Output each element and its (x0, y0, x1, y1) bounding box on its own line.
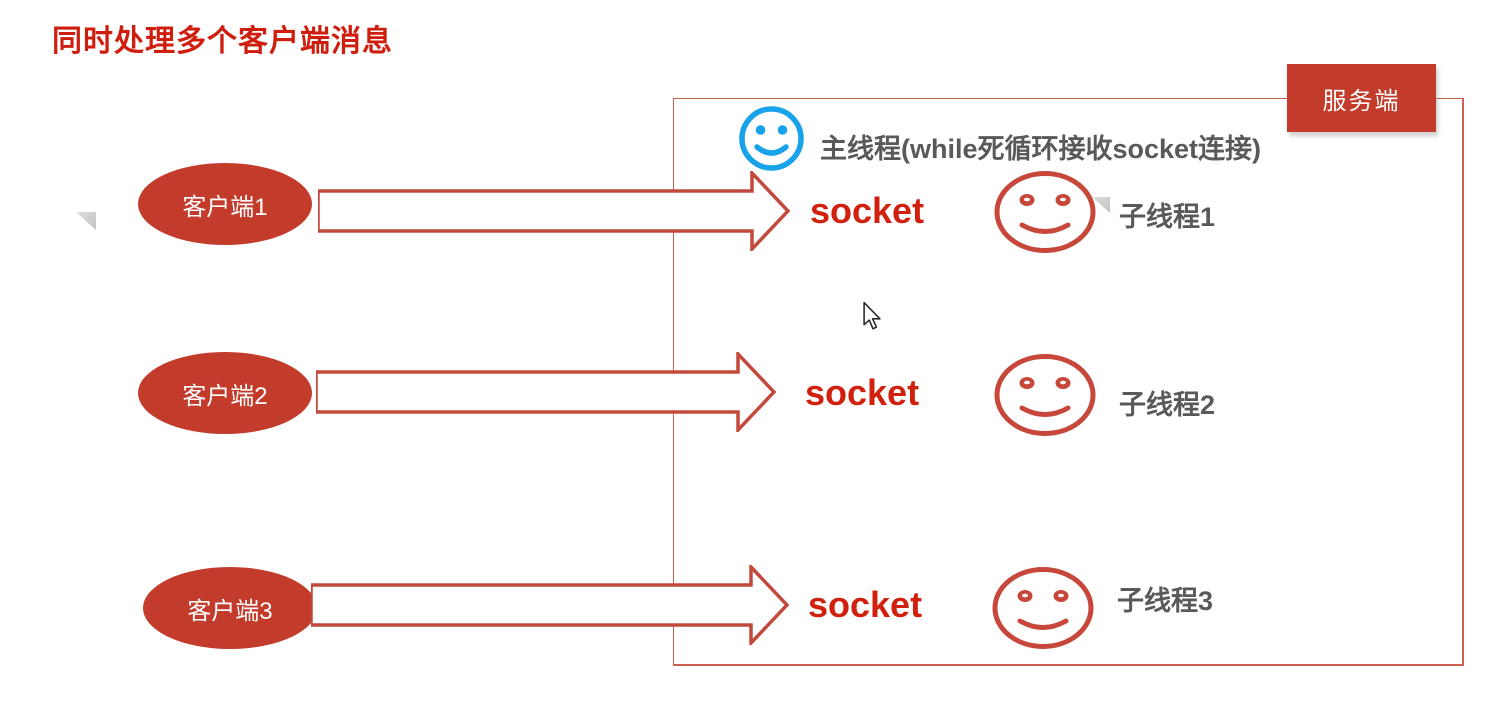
red-smiley-icon-2 (994, 354, 1096, 436)
client-ellipse-3: 客户端3 (143, 567, 317, 649)
flow-arrow-3 (311, 565, 789, 645)
thread-label-1: 子线程1 (1119, 202, 1216, 232)
mouse-cursor-icon (863, 301, 881, 330)
red-smiley-icon-3 (992, 567, 1094, 649)
server-tab: 服务端 (1287, 64, 1436, 132)
server-tab-label: 服务端 (1322, 87, 1401, 115)
page-title: 同时处理多个客户端消息 (52, 25, 393, 58)
main-thread-label: 主线程(while死循环接收socket连接) (820, 134, 1262, 164)
thread-label-3: 子线程3 (1117, 586, 1214, 616)
flow-arrow-2 (316, 352, 776, 432)
socket-label-2: socket (805, 372, 920, 413)
client-ellipse-1: 客户端1 (138, 163, 312, 245)
wedge-marker-icon (76, 212, 96, 230)
blue-smiley-icon (739, 106, 804, 171)
client-label-2: 客户端2 (182, 382, 268, 410)
client-label-3: 客户端3 (187, 597, 273, 625)
flow-arrow-1 (318, 171, 790, 251)
socket-label-1: socket (810, 190, 925, 231)
client-label-1: 客户端1 (182, 193, 268, 221)
thread-label-2: 子线程2 (1119, 390, 1216, 420)
client-ellipse-2: 客户端2 (138, 352, 312, 434)
socket-label-3: socket (808, 584, 923, 625)
red-smiley-icon-1 (994, 171, 1096, 253)
